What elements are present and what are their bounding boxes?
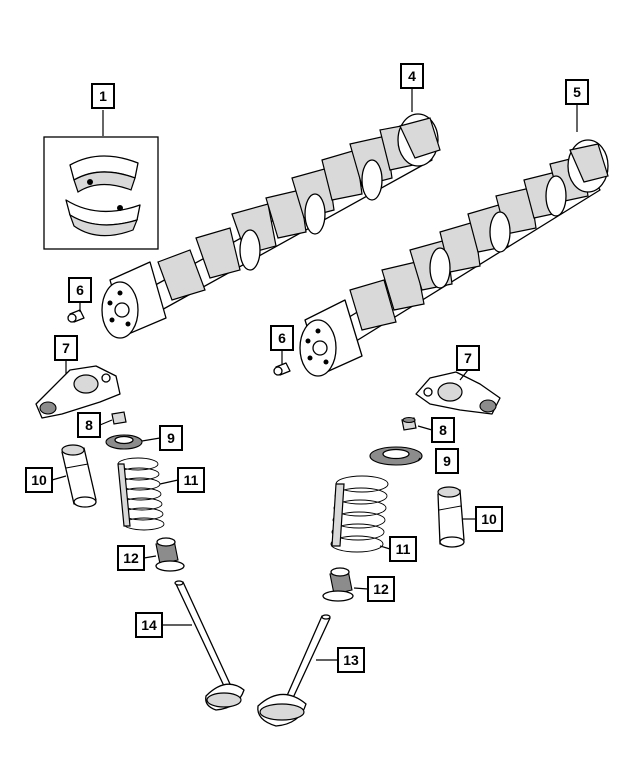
callout-7-right: 7 <box>456 345 480 371</box>
callout-14: 14 <box>135 612 163 638</box>
callout-11-right: 11 <box>389 536 417 562</box>
callout-5: 5 <box>565 79 589 105</box>
callout-6-right-label: 6 <box>278 330 286 346</box>
callout-12-left-label: 12 <box>123 550 139 566</box>
callout-11-left-label: 11 <box>184 472 199 488</box>
valve-spring-right <box>330 475 389 553</box>
callout-10-right-label: 10 <box>481 511 497 527</box>
callout-11-right-label: 11 <box>396 541 411 557</box>
callout-4: 4 <box>400 63 424 89</box>
callout-9-left: 9 <box>159 425 183 451</box>
callout-9-left-label: 9 <box>167 430 175 446</box>
callout-12-left: 12 <box>117 545 145 571</box>
callout-9-right: 9 <box>435 448 459 474</box>
callout-13: 13 <box>337 647 365 673</box>
valve-spring-left <box>117 457 165 531</box>
callout-12-right: 12 <box>367 576 395 602</box>
callout-7-right-label: 7 <box>464 350 472 366</box>
hydraulic-lifter-right <box>437 486 465 548</box>
camshaft-left <box>101 113 441 339</box>
valve-keeper-right <box>401 416 417 431</box>
valve-keeper-left <box>111 411 127 425</box>
callout-12-right-label: 12 <box>373 581 389 597</box>
callout-14-label: 14 <box>141 617 157 633</box>
callout-8-left: 8 <box>77 412 101 438</box>
leader-lines <box>51 88 578 661</box>
callout-10-left: 10 <box>25 467 53 493</box>
callout-6-right: 6 <box>270 325 294 351</box>
bearing-inset <box>43 136 159 250</box>
callout-10-left-label: 10 <box>31 472 47 488</box>
callout-1-label: 1 <box>99 88 107 104</box>
callout-5-label: 5 <box>573 84 581 100</box>
hydraulic-lifter-left <box>61 444 97 508</box>
callout-11-left: 11 <box>177 467 205 493</box>
rocker-arm-left <box>35 365 121 419</box>
spring-retainer-right <box>369 446 423 466</box>
dowel-pin-left <box>67 309 85 323</box>
valve-stem-seal-right <box>322 567 354 602</box>
spring-retainer-left <box>105 434 143 450</box>
callout-7-left: 7 <box>54 335 78 361</box>
callout-10-right: 10 <box>475 506 503 532</box>
dowel-pin-right <box>273 362 291 376</box>
valve-stem-seal-left <box>155 537 185 572</box>
valve-right <box>257 614 331 727</box>
callout-8-left-label: 8 <box>85 417 93 433</box>
callout-1: 1 <box>91 83 115 109</box>
camshaft-bearing-shell <box>65 155 141 237</box>
callout-8-right-label: 8 <box>439 422 447 438</box>
callout-7-left-label: 7 <box>62 340 70 356</box>
callout-6-left-label: 6 <box>76 282 84 298</box>
rocker-arm-right <box>415 371 501 415</box>
callout-13-label: 13 <box>343 652 359 668</box>
callout-4-label: 4 <box>408 68 416 84</box>
valve-left <box>174 580 245 711</box>
camshaft-right <box>299 139 609 377</box>
callout-9-right-label: 9 <box>443 453 451 469</box>
callout-8-right: 8 <box>431 417 455 443</box>
callout-6-left: 6 <box>68 277 92 303</box>
